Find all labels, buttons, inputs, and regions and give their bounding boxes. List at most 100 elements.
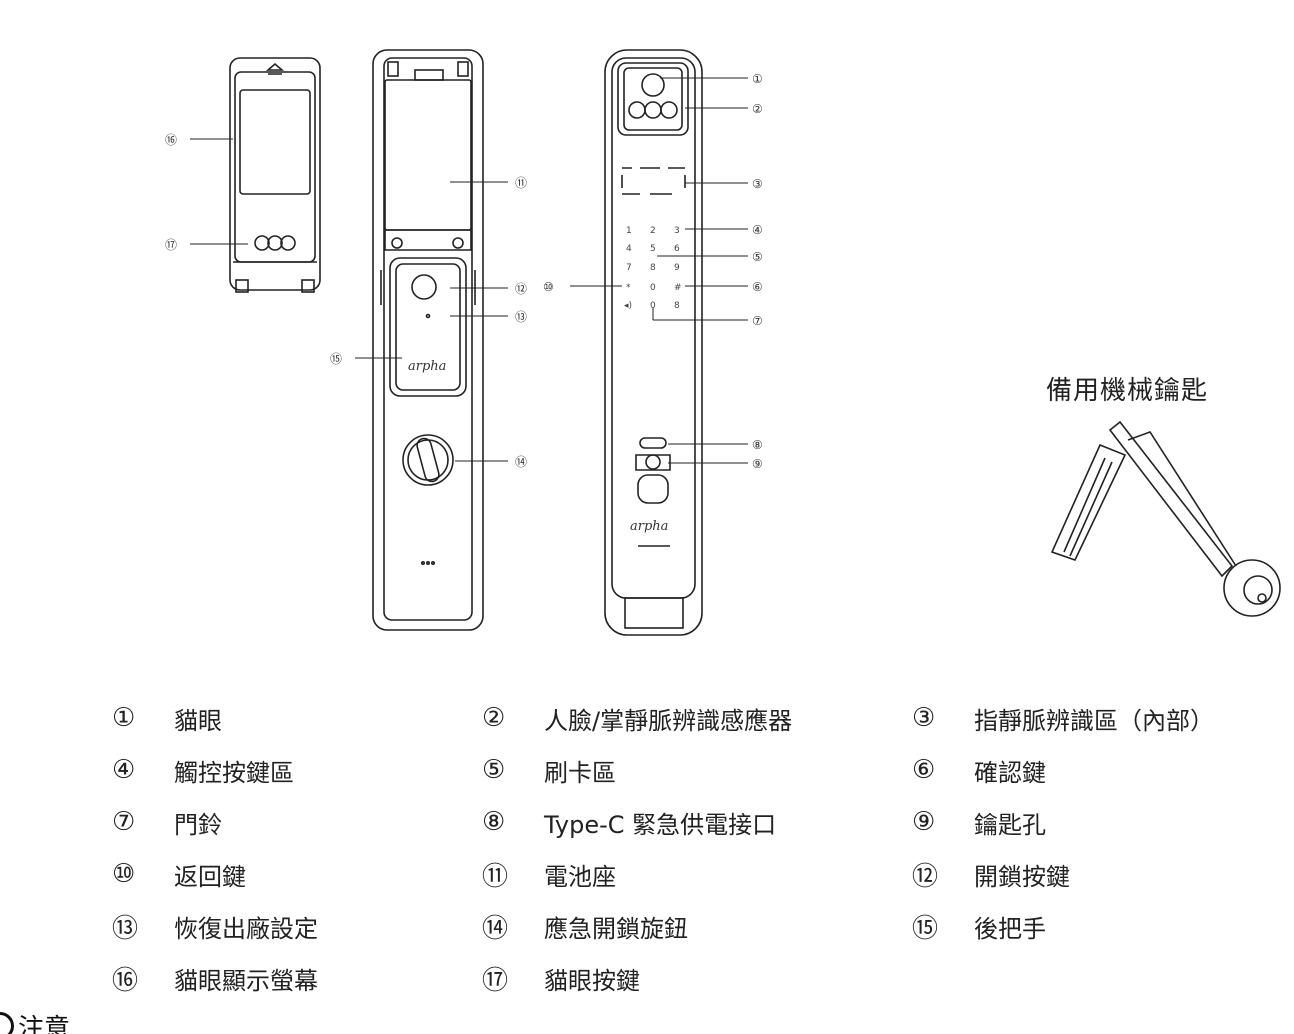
key-7: 7: [626, 263, 632, 273]
legend-item: ⑪ 電池座: [482, 848, 912, 900]
legend-item: ③ 指靜脈辨識區（內部）: [912, 692, 1282, 744]
legend-number: ⑮: [912, 913, 939, 944]
legend-item: ⑰ 貓眼按鍵: [482, 952, 912, 1004]
key-1: 1: [626, 226, 632, 236]
marker-17: ⑰: [165, 238, 177, 252]
legend-item: ⑦ 門鈴: [112, 796, 482, 848]
legend-number: ⑭: [482, 913, 509, 944]
legend-row: ① 貓眼 ② 人臉/掌靜脈辨識感應器 ③ 指靜脈辨識區（內部）: [112, 692, 1282, 744]
marker-5: ⑤: [752, 250, 763, 264]
key-doorbell-0: 0: [650, 301, 656, 311]
legend-text: 指靜脈辨識區（內部）: [974, 706, 1214, 735]
legend-text: 後把手: [974, 914, 1046, 943]
front-lock-body: [604, 49, 703, 636]
legend-number: ③: [912, 703, 936, 733]
legend-item: ⑨ 鑰匙孔: [912, 796, 1282, 848]
key-3: 3: [674, 226, 680, 236]
legend-text: 貓眼: [174, 706, 222, 735]
legend-number: ⑯: [112, 965, 139, 996]
key-8: 8: [650, 263, 656, 273]
spare-key-drawing: [1050, 420, 1281, 617]
legend-text: 貓眼顯示螢幕: [174, 966, 318, 995]
marker-8: ⑧: [752, 438, 763, 452]
legend-number: ⑰: [482, 965, 509, 996]
legend-number: ⑧: [482, 807, 506, 837]
key-2: 2: [650, 226, 656, 236]
marker-11: ⑪: [515, 176, 527, 190]
brand-logo-front: arpha: [630, 519, 668, 534]
legend-text: 恢復出廠設定: [174, 914, 318, 943]
marker-14: ⑭: [515, 455, 527, 469]
legend-text: Type-C 緊急供電接口: [544, 810, 777, 839]
warning-icon: [0, 1012, 14, 1034]
legend-row: ⑦ 門鈴 ⑧ Type-C 緊急供電接口 ⑨ 鑰匙孔: [112, 796, 1282, 848]
legend-text: 鑰匙孔: [974, 810, 1046, 839]
legend-number: ⑤: [482, 755, 506, 785]
legend-number: ⑫: [912, 861, 939, 892]
legend-text: 人臉/掌靜脈辨識感應器: [544, 706, 793, 735]
legend-text: 電池座: [544, 862, 616, 891]
key-9: 9: [674, 263, 680, 273]
marker-12: ⑫: [515, 282, 527, 296]
legend-number: ②: [482, 703, 506, 733]
brand-logo-rear: arpha: [408, 359, 446, 374]
legend-text: 開鎖按鍵: [974, 862, 1070, 891]
marker-16: ⑯: [165, 133, 177, 147]
legend-number: ①: [112, 703, 136, 733]
key-6: 6: [674, 244, 680, 254]
spare-key-label: 備用機械鑰匙: [1046, 376, 1209, 406]
key-4: 4: [626, 244, 632, 254]
key-lock: 8: [674, 301, 680, 311]
legend-row: ④ 觸控按鍵區 ⑤ 刷卡區 ⑥ 確認鍵: [112, 744, 1282, 796]
legend-item: ⑥ 確認鍵: [912, 744, 1282, 796]
legend-text: 刷卡區: [544, 758, 616, 787]
legend-text: 門鈴: [174, 810, 222, 839]
marker-9: ⑨: [752, 457, 763, 471]
marker-2: ②: [752, 102, 763, 116]
legend-item: ② 人臉/掌靜脈辨識感應器: [482, 692, 912, 744]
legend-item: ⑮ 後把手: [912, 900, 1282, 952]
marker-6: ⑥: [752, 280, 763, 294]
legend-number: ④: [112, 755, 136, 785]
legend-text: 返回鍵: [174, 862, 246, 891]
legend-number: ⑨: [912, 807, 936, 837]
legend-item: ⑯ 貓眼顯示螢幕: [112, 952, 482, 1004]
parts-legend: ① 貓眼 ② 人臉/掌靜脈辨識感應器 ③ 指靜脈辨識區（內部） ④ 觸控按鍵區 ⑤ 刷卡區 ⑥ 確認鍵…: [112, 692, 1282, 1004]
key-bell: ◂): [624, 301, 632, 311]
key-0: 0: [650, 283, 656, 293]
legend-item: ① 貓眼: [112, 692, 482, 744]
legend-item: ⑤ 刷卡區: [482, 744, 912, 796]
legend-number: ⑪: [482, 861, 509, 892]
legend-number: ⑬: [112, 913, 139, 944]
legend-item: ⑬ 恢復出廠設定: [112, 900, 482, 952]
legend-number: ⑦: [112, 807, 136, 837]
keypad: 1 2 3 4 5 6 7 8 9 * 0 # ◂) 0 8: [624, 226, 682, 311]
legend-text: 應急開鎖旋鈕: [544, 914, 688, 943]
legend-text: 觸控按鍵區: [174, 758, 294, 787]
legend-row: ⑯ 貓眼顯示螢幕 ⑰ 貓眼按鍵: [112, 952, 1282, 1004]
legend-row: ⑬ 恢復出廠設定 ⑭ 應急開鎖旋鈕 ⑮ 後把手: [112, 900, 1282, 952]
legend-item: ⑧ Type-C 緊急供電接口: [482, 796, 912, 848]
peephole-viewer-unit: [229, 57, 321, 293]
rear-lock-body: [372, 49, 484, 631]
leader-lines: [190, 77, 748, 464]
marker-4: ④: [752, 223, 763, 237]
key-back: *: [626, 283, 631, 293]
marker-1: ①: [752, 72, 763, 86]
product-diagram: ⑯ ⑰ ⑪ ⑫ ⑬ ⑮ ⑭ ① ② ③ ④ ⑤ ⑥ ⑦ ⑧ ⑨ ⑩ 1 2 3 …: [165, 49, 1281, 636]
footer-note-text: 注意: [18, 1014, 71, 1034]
legend-item: ⑫ 開鎖按鍵: [912, 848, 1282, 900]
key-hash: #: [674, 283, 682, 293]
marker-10: ⑩: [543, 280, 554, 294]
marker-3: ③: [752, 177, 763, 191]
marker-7: ⑦: [752, 314, 763, 328]
legend-text: 貓眼按鍵: [544, 966, 640, 995]
legend-row: ⑩ 返回鍵 ⑪ 電池座 ⑫ 開鎖按鍵: [112, 848, 1282, 900]
key-5: 5: [650, 244, 656, 254]
legend-number: ⑩: [112, 859, 136, 889]
legend-number: ⑥: [912, 755, 936, 785]
legend-item: ⑩ 返回鍵: [112, 848, 482, 900]
marker-15: ⑮: [330, 352, 342, 366]
legend-text: 確認鍵: [974, 758, 1046, 787]
footer-note: 注意: [0, 1012, 200, 1034]
